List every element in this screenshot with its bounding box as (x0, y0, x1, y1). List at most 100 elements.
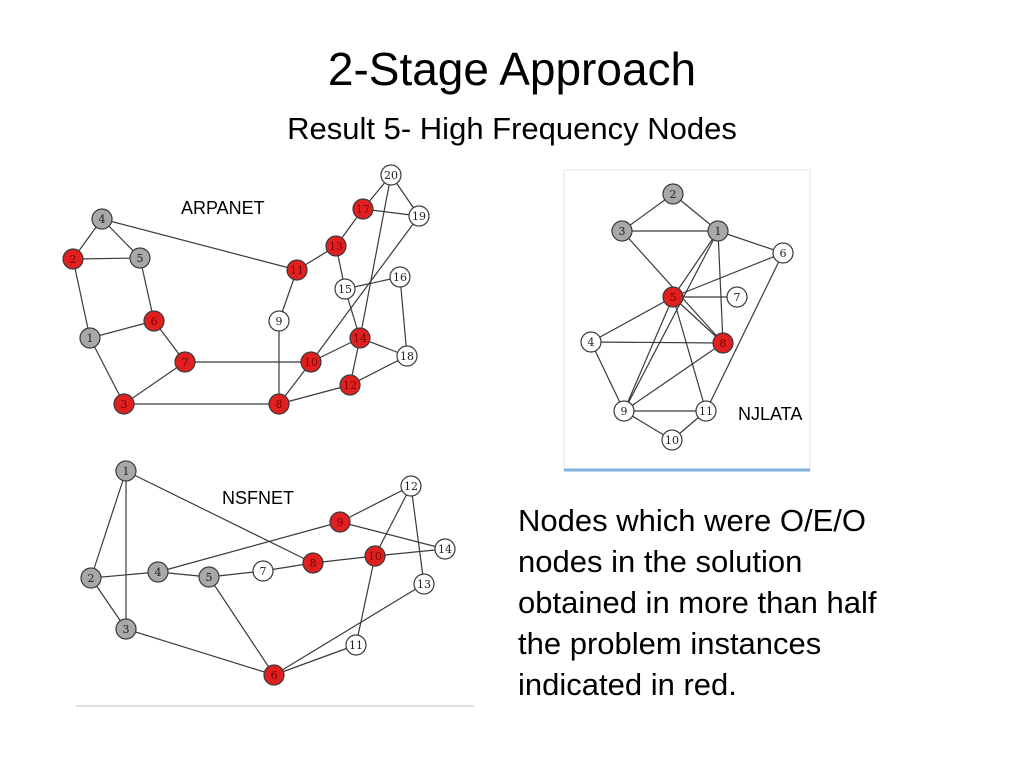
nsfnet-node-10 (364, 545, 386, 567)
nsfnet-edge-3-6 (125, 628, 275, 676)
nsfnet-node-4 (147, 561, 169, 583)
njlata-node-label-10: 10 (665, 434, 679, 447)
arpanet-node-4 (91, 208, 113, 230)
nsfnet-edge-12-13 (410, 485, 425, 585)
nsfnet-edge-1-8 (125, 470, 314, 564)
njlata-node-label-8: 8 (720, 337, 727, 350)
arpanet-node-20 (380, 164, 402, 186)
nsfnet-node-12 (400, 475, 422, 497)
arpanet-node-16 (389, 266, 411, 288)
arpanet-node-5 (129, 247, 151, 269)
nsfnet-node-8 (302, 552, 324, 574)
nsfnet-node-label-8: 8 (310, 557, 317, 570)
arpanet-node-label-18: 18 (400, 350, 414, 363)
nsfnet-label: NSFNET (222, 488, 294, 508)
nsfnet-edge-6-11 (273, 644, 357, 676)
njlata-node-7 (726, 286, 748, 308)
arpanet-node-13 (325, 235, 347, 257)
njlata-edge-4-8 (590, 341, 724, 344)
nsfnet-node-11 (345, 634, 367, 656)
arpanet-node-6 (143, 310, 165, 332)
njlata-node-label-7: 7 (734, 291, 741, 304)
arpanet-node-1 (79, 327, 101, 349)
arpanet-node-label-8: 8 (276, 398, 283, 411)
note-line-2: nodes in the solution (518, 544, 803, 579)
arpanet-edge-2-1 (72, 258, 91, 339)
arpanet-edge-5-6 (139, 257, 155, 322)
slide-title: 2-Stage Approach (327, 43, 697, 95)
arpanet-node-10 (300, 351, 322, 373)
nsfnet-edge-13-6 (273, 583, 425, 676)
arpanet-node-19 (408, 205, 430, 227)
arpanet-edge-16-18 (399, 276, 408, 357)
arpanet-node-2 (62, 248, 84, 270)
arpanet-node-label-20: 20 (384, 169, 398, 182)
arpanet-node-label-9: 9 (276, 315, 283, 328)
arpanet-node-label-12: 12 (343, 379, 357, 392)
njlata-node-2 (662, 183, 684, 205)
arpanet-node-label-13: 13 (329, 240, 343, 253)
note-line-5: indicated in red. (518, 667, 737, 702)
arpanet-label: ARPANET (181, 198, 265, 218)
arpanet-node-label-2: 2 (70, 253, 77, 266)
arpanet-edge-7-3 (123, 361, 186, 405)
arpanet-node-label-5: 5 (137, 252, 144, 265)
nsfnet-node-6 (263, 664, 285, 686)
nsfnet-node-label-10: 10 (368, 550, 382, 563)
nsfnet-node-label-6: 6 (271, 669, 278, 682)
arpanet-edge-1-3 (89, 337, 125, 405)
arpanet-node-label-1: 1 (87, 332, 94, 345)
njlata-edge-8-9 (623, 342, 724, 412)
njlata-node-label-4: 4 (588, 336, 595, 349)
njlata-node-3 (611, 220, 633, 242)
nsfnet-node-label-11: 11 (349, 639, 363, 652)
arpanet-node-label-14: 14 (353, 332, 367, 345)
nsfnet-edge-4-9 (157, 521, 341, 573)
arpanet-node-11 (286, 259, 308, 281)
njlata-label: NJLATA (738, 404, 803, 424)
njlata-edge-1-9 (623, 230, 719, 412)
nsfnet-node-13 (413, 573, 435, 595)
arpanet-node-3 (113, 393, 135, 415)
arpanet-node-8 (268, 393, 290, 415)
arpanet-node-label-17: 17 (356, 203, 370, 216)
nsfnet-node-5 (198, 566, 220, 588)
njlata-node-6 (772, 242, 794, 264)
nsfnet-node-label-7: 7 (260, 565, 267, 578)
nsfnet-node-3 (115, 618, 137, 640)
njlata-node-11 (695, 400, 717, 422)
nsfnet-node-label-2: 2 (88, 572, 95, 585)
arpanet-edge-4-11 (101, 218, 298, 271)
njlata-node-label-1: 1 (715, 225, 722, 238)
njlata-node-label-5: 5 (670, 291, 677, 304)
njlata-node-8 (712, 332, 734, 354)
nsfnet-edge-5-6 (208, 576, 275, 676)
arpanet-node-label-15: 15 (338, 283, 352, 296)
slide-subtitle: Result 5- High Frequency Nodes (287, 111, 737, 146)
arpanet-node-label-6: 6 (151, 315, 158, 328)
arpanet-edge-1-6 (89, 320, 155, 339)
nsfnet-node-label-13: 13 (417, 578, 431, 591)
arpanet-node-14 (349, 327, 371, 349)
arpanet-node-12 (339, 374, 361, 396)
nsfnet-edge-2-4 (90, 571, 159, 579)
nsfnet-node-1 (115, 460, 137, 482)
note-line-3: obtained in more than half (518, 585, 877, 620)
arpanet-node-18 (396, 345, 418, 367)
njlata-edge-5-11 (672, 296, 707, 412)
arpanet-edge-8-12 (278, 384, 351, 405)
note-text: Nodes which were O/E/O nodes in the solu… (518, 500, 988, 705)
njlata-edge-6-11 (705, 252, 784, 412)
njlata-node-label-11: 11 (699, 405, 713, 418)
arpanet-edge-2-5 (72, 257, 141, 260)
arpanet-node-9 (268, 310, 290, 332)
nsfnet-node-label-5: 5 (206, 571, 213, 584)
njlata-node-5 (662, 286, 684, 308)
njlata-node-label-6: 6 (780, 247, 787, 260)
njlata-node-10 (661, 429, 683, 451)
arpanet-edge-18-12 (349, 355, 408, 386)
arpanet-edge-19-10 (310, 215, 420, 363)
njlata-edge-5-8 (672, 296, 724, 344)
